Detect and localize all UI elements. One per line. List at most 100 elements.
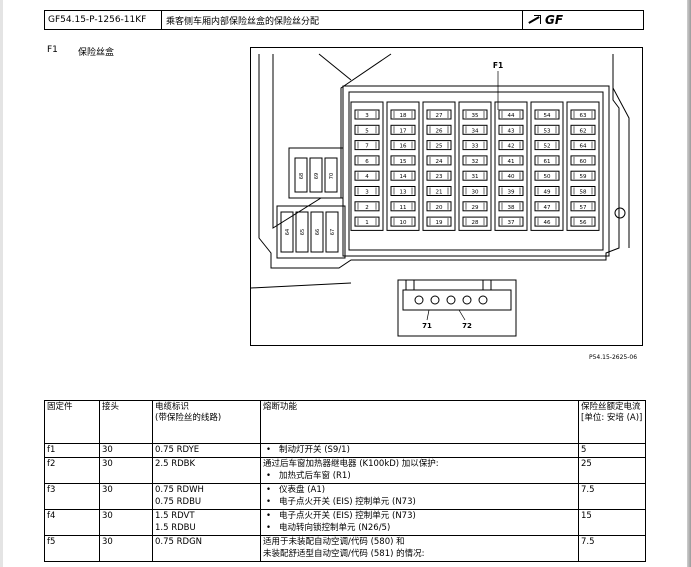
- fuse-number: 39: [508, 190, 515, 196]
- fuse-slot: [354, 201, 380, 212]
- fuse-number: 3: [365, 190, 369, 196]
- relay-latch: [405, 279, 415, 291]
- fuse-column: [422, 101, 456, 231]
- fuse-number: 24: [436, 159, 443, 165]
- fuse-number: 26: [436, 128, 443, 134]
- header-connector: 接头: [99, 400, 153, 444]
- fuse-slot: [462, 186, 488, 196]
- relay-terminal: [478, 295, 488, 305]
- relay-terminal: [446, 295, 456, 305]
- fuse-slot: [498, 109, 524, 120]
- fuse-slot: [462, 140, 488, 151]
- cell-connector: 30: [99, 457, 153, 485]
- page-left-edge: [0, 0, 3, 567]
- fuse-number: 6: [365, 159, 369, 165]
- side-fuse-number: 64: [285, 229, 291, 235]
- fuse-column: [350, 101, 384, 231]
- fused-function: 电动转向锁控制单元 (N26/5): [263, 523, 576, 534]
- document-id: GF54.15-P-1256-11KF: [45, 11, 162, 29]
- cell-cable: 0.75 RDYE: [152, 442, 261, 459]
- header-fixture: 固定件: [44, 400, 100, 444]
- cable-code: 1.5 RDBU: [155, 522, 196, 533]
- page-scrollbar-edge[interactable]: [687, 0, 691, 567]
- relay-latch: [482, 279, 492, 291]
- fuse-column: [566, 101, 600, 231]
- fuse-slot: [498, 186, 524, 196]
- fused-function: 未装配舒适型自动空调/代码 (581) 的情况:: [263, 548, 425, 559]
- fuse-slot: [534, 124, 560, 135]
- fuse-slot: [426, 186, 452, 196]
- fuse-slot: [462, 155, 488, 166]
- side-fuse-number: 65: [300, 229, 306, 235]
- fused-function: 制动灯开关 (S9/1): [263, 445, 576, 456]
- side-fuse-number: 70: [329, 173, 335, 179]
- fuse-slot: [534, 186, 560, 196]
- fuse-number: 25: [436, 144, 443, 150]
- fuse-number: 18: [400, 113, 407, 119]
- fuse-number: 50: [544, 174, 551, 180]
- fuse-number: 62: [580, 128, 587, 134]
- fuse-slot: [498, 124, 524, 135]
- cell-connector: 30: [99, 483, 153, 511]
- fuse-slot: [570, 155, 596, 166]
- relay-module: [397, 279, 517, 337]
- fuse-number: 61: [544, 159, 551, 165]
- fuse-slot: [570, 170, 596, 181]
- gf-tag: GF: [523, 11, 643, 29]
- fuse-box-drawing: 3576432118171615141311102726252423212019…: [251, 53, 630, 337]
- cable-code: 1.5 RDVT: [155, 511, 195, 522]
- fuse-number: 10: [400, 220, 407, 226]
- fused-function: 仪表盘 (A1): [263, 485, 576, 496]
- fuse-slot: [534, 216, 560, 227]
- fuse-slot: [534, 140, 560, 151]
- cell-function: 制动灯开关 (S9/1): [260, 442, 579, 459]
- cell-function: 通过后车窗加热器继电器 (K100kD) 加以保护:加热式后车窗 (R1): [260, 457, 579, 485]
- cable-code: 0.75 RDGN: [155, 537, 203, 548]
- cable-code: 0.75 RDWH: [155, 485, 204, 496]
- housing-outline: [258, 54, 620, 269]
- cell-rating: 25: [578, 457, 646, 485]
- cell-function: 适用于未装配自动空调/代码 (580) 和未装配舒适型自动空调/代码 (581)…: [260, 535, 579, 563]
- fuse-slot: [354, 170, 380, 181]
- fuse-number: 7: [365, 144, 369, 150]
- fuse-number: 11: [400, 205, 407, 211]
- fuse-number: 2: [365, 205, 369, 211]
- fuse-slot: [462, 170, 488, 181]
- fused-function: 通过后车窗加热器继电器 (K100kD) 加以保护:: [263, 459, 439, 470]
- fuse-number: 19: [436, 220, 443, 226]
- table-header-row: 固定件 接头 电缆标识 (带保险丝的线路) 熔断功能 保险丝额定电流 [单位: …: [44, 400, 646, 444]
- figure-code: P54.15-2625-06: [589, 354, 638, 361]
- relay-label: 71: [422, 322, 432, 330]
- fuse-number: 23: [436, 174, 443, 180]
- fuse-number: 32: [472, 159, 479, 165]
- header-rating: 保险丝额定电流 [单位: 安培 (A)]: [578, 400, 646, 444]
- fuse-number: 49: [544, 190, 551, 196]
- fuse-column: [458, 101, 492, 231]
- side-fuse: [310, 211, 324, 253]
- fused-function: 电子点火开关 (EIS) 控制单元 (N73): [263, 511, 576, 522]
- fuse-column: [494, 101, 528, 231]
- side-fuse-number: 68: [299, 173, 305, 179]
- header-cable: 电缆标识 (带保险丝的线路): [152, 400, 261, 444]
- cell-function: 电子点火开关 (EIS) 控制单元 (N73)电动转向锁控制单元 (N26/5): [260, 509, 579, 537]
- cell-fixture: f1: [44, 442, 100, 459]
- relay-label: 72: [462, 322, 472, 330]
- fuse-carrier-inner: [348, 91, 604, 251]
- fuse-number: 38: [508, 205, 515, 211]
- fuse-slot: [462, 201, 488, 212]
- cell-connector: 30: [99, 535, 153, 563]
- side-fuse: [309, 157, 323, 193]
- cable-code: 0.75 RDYE: [155, 445, 200, 455]
- fuse-number: 28: [472, 220, 479, 226]
- fuse-box-callout: F1: [493, 61, 503, 70]
- cell-rating: 7.5: [578, 483, 646, 511]
- side-fuse: [295, 211, 309, 253]
- gf-tag-text: GF: [545, 13, 564, 27]
- fuse-number: 37: [508, 220, 515, 226]
- side-fuse: [325, 211, 339, 253]
- cell-fixture: f2: [44, 457, 100, 485]
- cell-fixture: f4: [44, 509, 100, 537]
